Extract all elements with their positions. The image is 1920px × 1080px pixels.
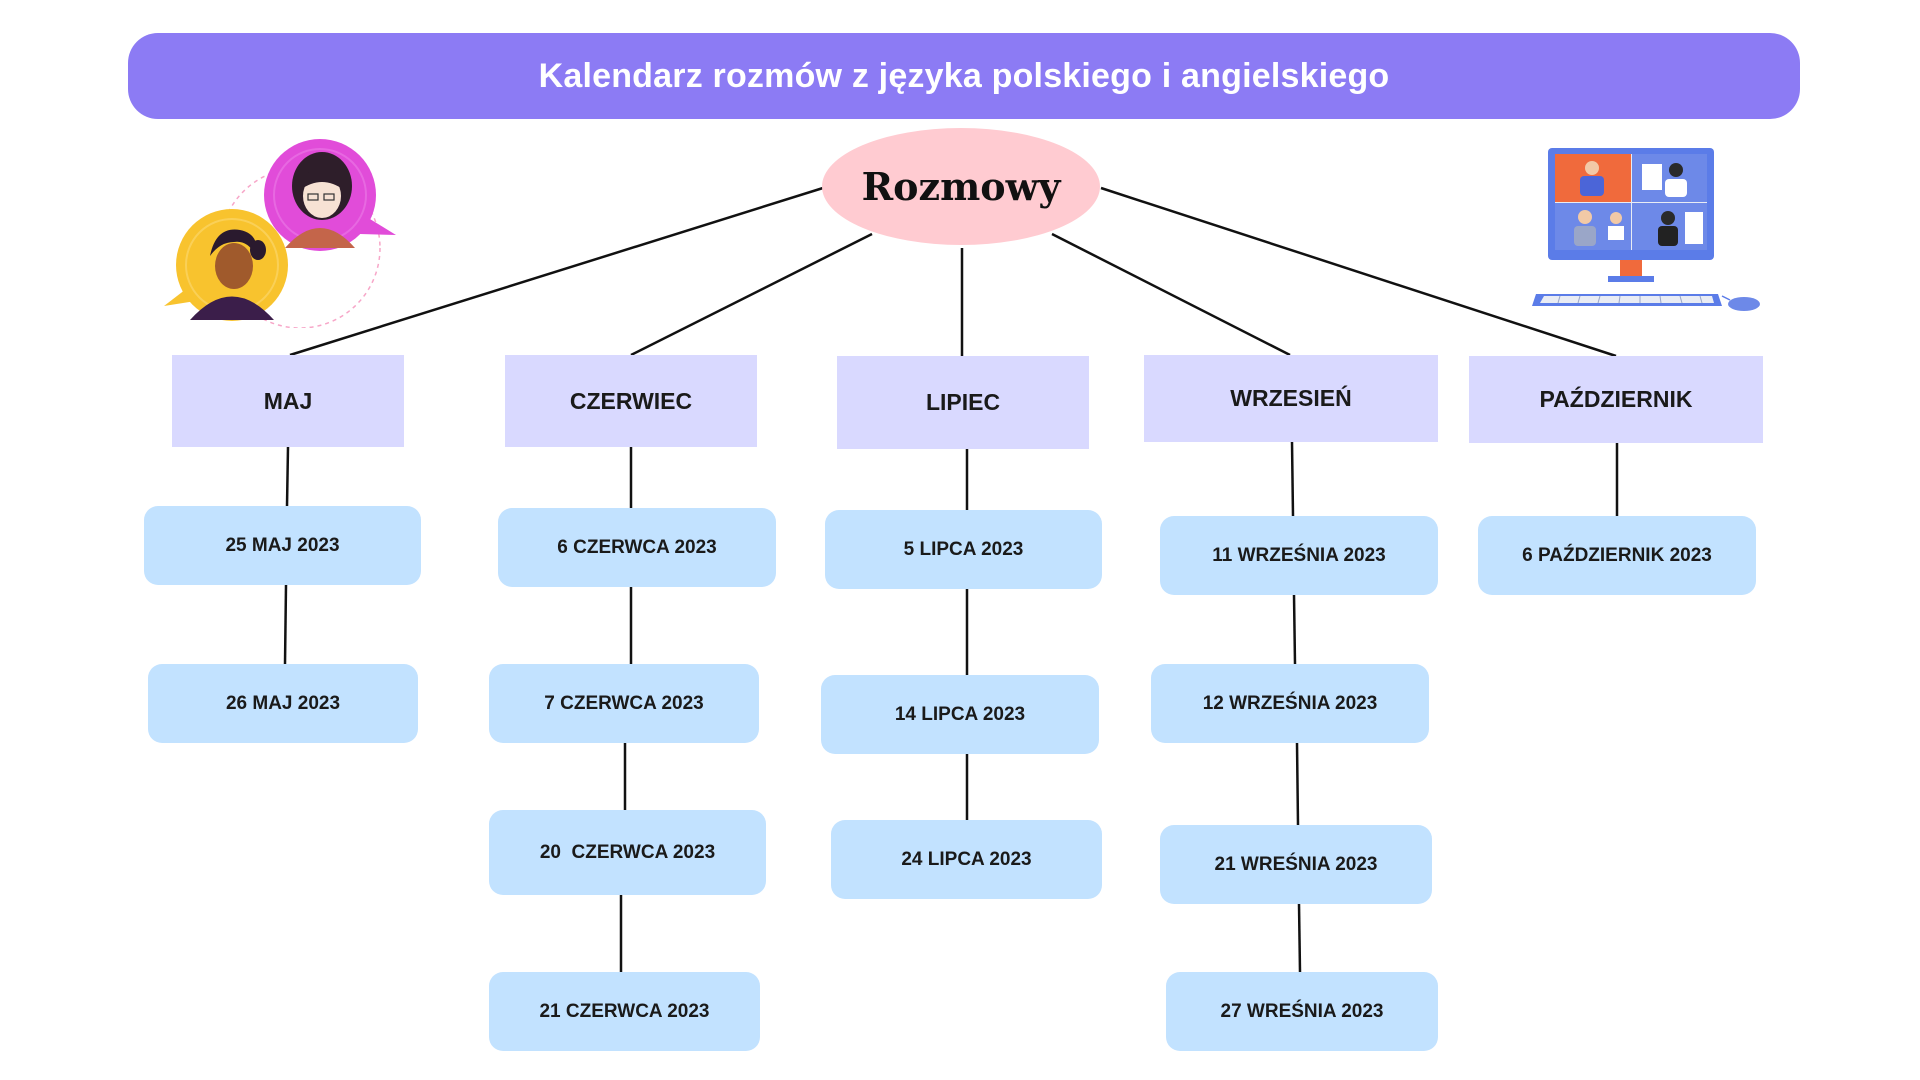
date-node: 21 WREŚNIA 2023: [1160, 825, 1432, 904]
month-node-lipiec: LIPIEC: [837, 356, 1089, 449]
date-node: 7 CZERWCA 2023: [489, 664, 759, 743]
connector-root-czerwiec: [630, 232, 873, 357]
month-node-wrzesien: WRZESIEŃ: [1144, 355, 1438, 442]
video-call-computer-illustration: [1532, 148, 1760, 311]
date-node: 24 LIPCA 2023: [831, 820, 1102, 899]
date-node: 6 PAŹDZIERNIK 2023: [1478, 516, 1756, 595]
connector-maj-2: [283, 584, 288, 665]
date-node: 6 CZERWCA 2023: [498, 508, 776, 587]
date-node: 27 WREŚNIA 2023: [1166, 972, 1438, 1051]
month-node-pazdziernik: PAŹDZIERNIK: [1469, 356, 1763, 443]
date-node: 12 WRZEŚNIA 2023: [1151, 664, 1429, 743]
month-node-maj: MAJ: [172, 355, 404, 447]
month-node-czerwiec: CZERWIEC: [505, 355, 757, 447]
connector-wrzesien-1: [1290, 441, 1295, 517]
connector-maj-1: [285, 446, 290, 507]
date-node: 5 LIPCA 2023: [825, 510, 1102, 589]
connector-root-wrzesien: [1051, 232, 1291, 357]
date-node: 14 LIPCA 2023: [821, 675, 1099, 754]
chat-people-illustration: [164, 139, 396, 328]
date-node: 21 CZERWCA 2023: [489, 972, 760, 1051]
root-node: Rozmowy: [822, 128, 1100, 245]
connector-wrzesien-4: [1297, 903, 1302, 973]
date-node: 20 CZERWCA 2023: [489, 810, 766, 895]
connector-wrzesien-3: [1295, 742, 1300, 826]
connector-wrzesien-2: [1292, 594, 1297, 665]
date-node: 26 MAJ 2023: [148, 664, 418, 743]
connector-root-pazdziernik: [1100, 186, 1617, 358]
connector-root-maj: [289, 186, 824, 357]
page-title: Kalendarz rozmów z języka polskiego i an…: [128, 33, 1800, 119]
date-node: 25 MAJ 2023: [144, 506, 421, 585]
date-node: 11 WRZEŚNIA 2023: [1160, 516, 1438, 595]
